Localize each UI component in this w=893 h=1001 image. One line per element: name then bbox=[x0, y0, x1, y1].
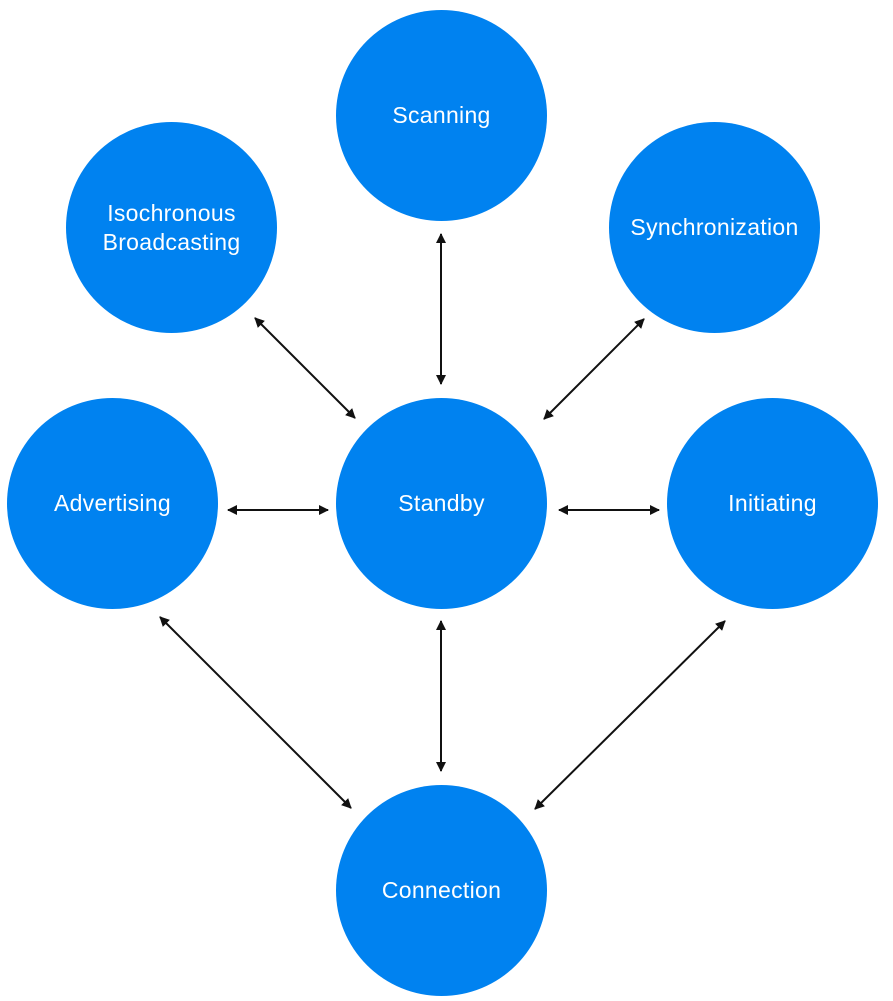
node-advertising-label: Advertising bbox=[53, 490, 172, 516]
arrow-standby-isochronous-broadcasting bbox=[254, 317, 356, 419]
node-standby: Standby bbox=[336, 398, 547, 609]
arrow-standby-synchronization bbox=[543, 318, 645, 420]
node-initiating-label: Initiating bbox=[728, 490, 817, 516]
node-initiating: Initiating bbox=[667, 398, 878, 609]
node-scanning: Scanning bbox=[336, 10, 547, 221]
node-connection: Connection bbox=[336, 785, 547, 996]
arrow-advertising-connection bbox=[159, 616, 352, 809]
node-synchronization-label: Synchronization bbox=[630, 214, 799, 240]
node-synchronization: Synchronization bbox=[609, 122, 820, 333]
node-isochronous-broadcasting-label: Isochronous Broadcasting bbox=[102, 199, 241, 255]
node-advertising: Advertising bbox=[7, 398, 218, 609]
node-isochronous-broadcasting: Isochronous Broadcasting bbox=[66, 122, 277, 333]
arrow-initiating-connection bbox=[534, 620, 726, 810]
node-scanning-label: Scanning bbox=[392, 102, 491, 128]
node-standby-label: Standby bbox=[398, 490, 485, 516]
node-connection-label: Connection bbox=[381, 877, 502, 903]
